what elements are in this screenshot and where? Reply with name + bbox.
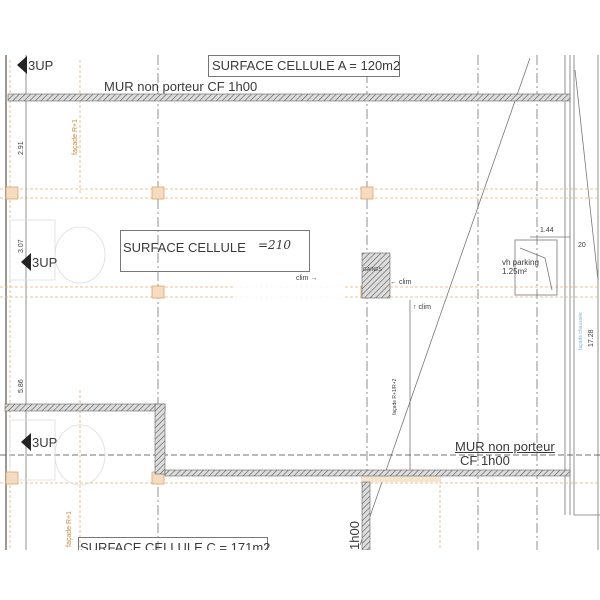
- gaines-label: GAINES: [363, 267, 382, 273]
- plan-drawing: [0, 55, 600, 550]
- cell-a-box: [208, 55, 400, 77]
- clim-label-3: ↑ clim: [413, 304, 431, 311]
- arrow-left-icon: [17, 56, 27, 74]
- cell-c-label: SURFACE CELLULE C = 171m2: [80, 540, 271, 550]
- dimension-1-44: 1.44: [540, 227, 554, 234]
- clim-text: clim: [296, 275, 309, 282]
- cell-b-label: SURFACE CELLULE: [123, 240, 246, 255]
- dimension-3-07: 3.07: [18, 239, 25, 253]
- dimension-5-86: 5.86: [18, 379, 25, 393]
- fire-rating-label: 1h00: [347, 521, 362, 550]
- wall-bottom-label-2: CF 1h00: [460, 453, 510, 468]
- arrow-up-icon: ↑: [413, 304, 417, 311]
- facade-right-label: façade chaussée: [578, 312, 584, 350]
- clim-label-2: ← clim: [390, 279, 411, 286]
- up-label: 3UP: [32, 254, 58, 270]
- parking-name: vh parking: [502, 258, 539, 267]
- up-marker-1: 3UP: [17, 56, 53, 74]
- wall-top-label: MUR non porteur CF 1h00: [104, 79, 258, 94]
- clim-label-1: clim →: [296, 275, 317, 282]
- up-marker-2: 3UP: [21, 253, 57, 271]
- clim-text: clim: [418, 304, 431, 311]
- arrow-left-icon: ←: [390, 279, 397, 286]
- parking-area: 1.25m²: [502, 267, 527, 276]
- fixtures: [9, 219, 570, 486]
- cell-b-value: =210: [258, 238, 291, 252]
- cell-c-box: [78, 537, 268, 550]
- dimension-17-28: 17.28: [588, 329, 595, 347]
- dimension-2-91: 2.91: [18, 141, 25, 155]
- cell-a-label: SURFACE CELLULE A = 120m2: [212, 58, 401, 73]
- up-marker-3: 3UP: [21, 433, 57, 451]
- arrow-right-icon: →: [310, 275, 318, 282]
- arrow-left-icon: [21, 253, 31, 271]
- wall-bottom-label-1: MUR non porteur: [455, 439, 555, 454]
- walls: [4, 93, 571, 550]
- facade-r1-r2-label: façade R+1/R+2: [392, 378, 398, 415]
- facade-label: façade R+1: [72, 119, 79, 155]
- floor-plan: SURFACE CELLULE A = 120m2 3UP MUR non po…: [0, 55, 600, 550]
- arrow-left-icon: [21, 433, 31, 451]
- facade-label-2: façade R+1: [66, 511, 73, 547]
- grid-lines: [0, 55, 600, 550]
- up-label: 3UP: [32, 434, 58, 450]
- up-label: 3UP: [28, 57, 54, 73]
- cell-b-box: [120, 230, 310, 272]
- dimension-20: 20: [578, 242, 586, 249]
- clim-text: clim: [398, 279, 412, 286]
